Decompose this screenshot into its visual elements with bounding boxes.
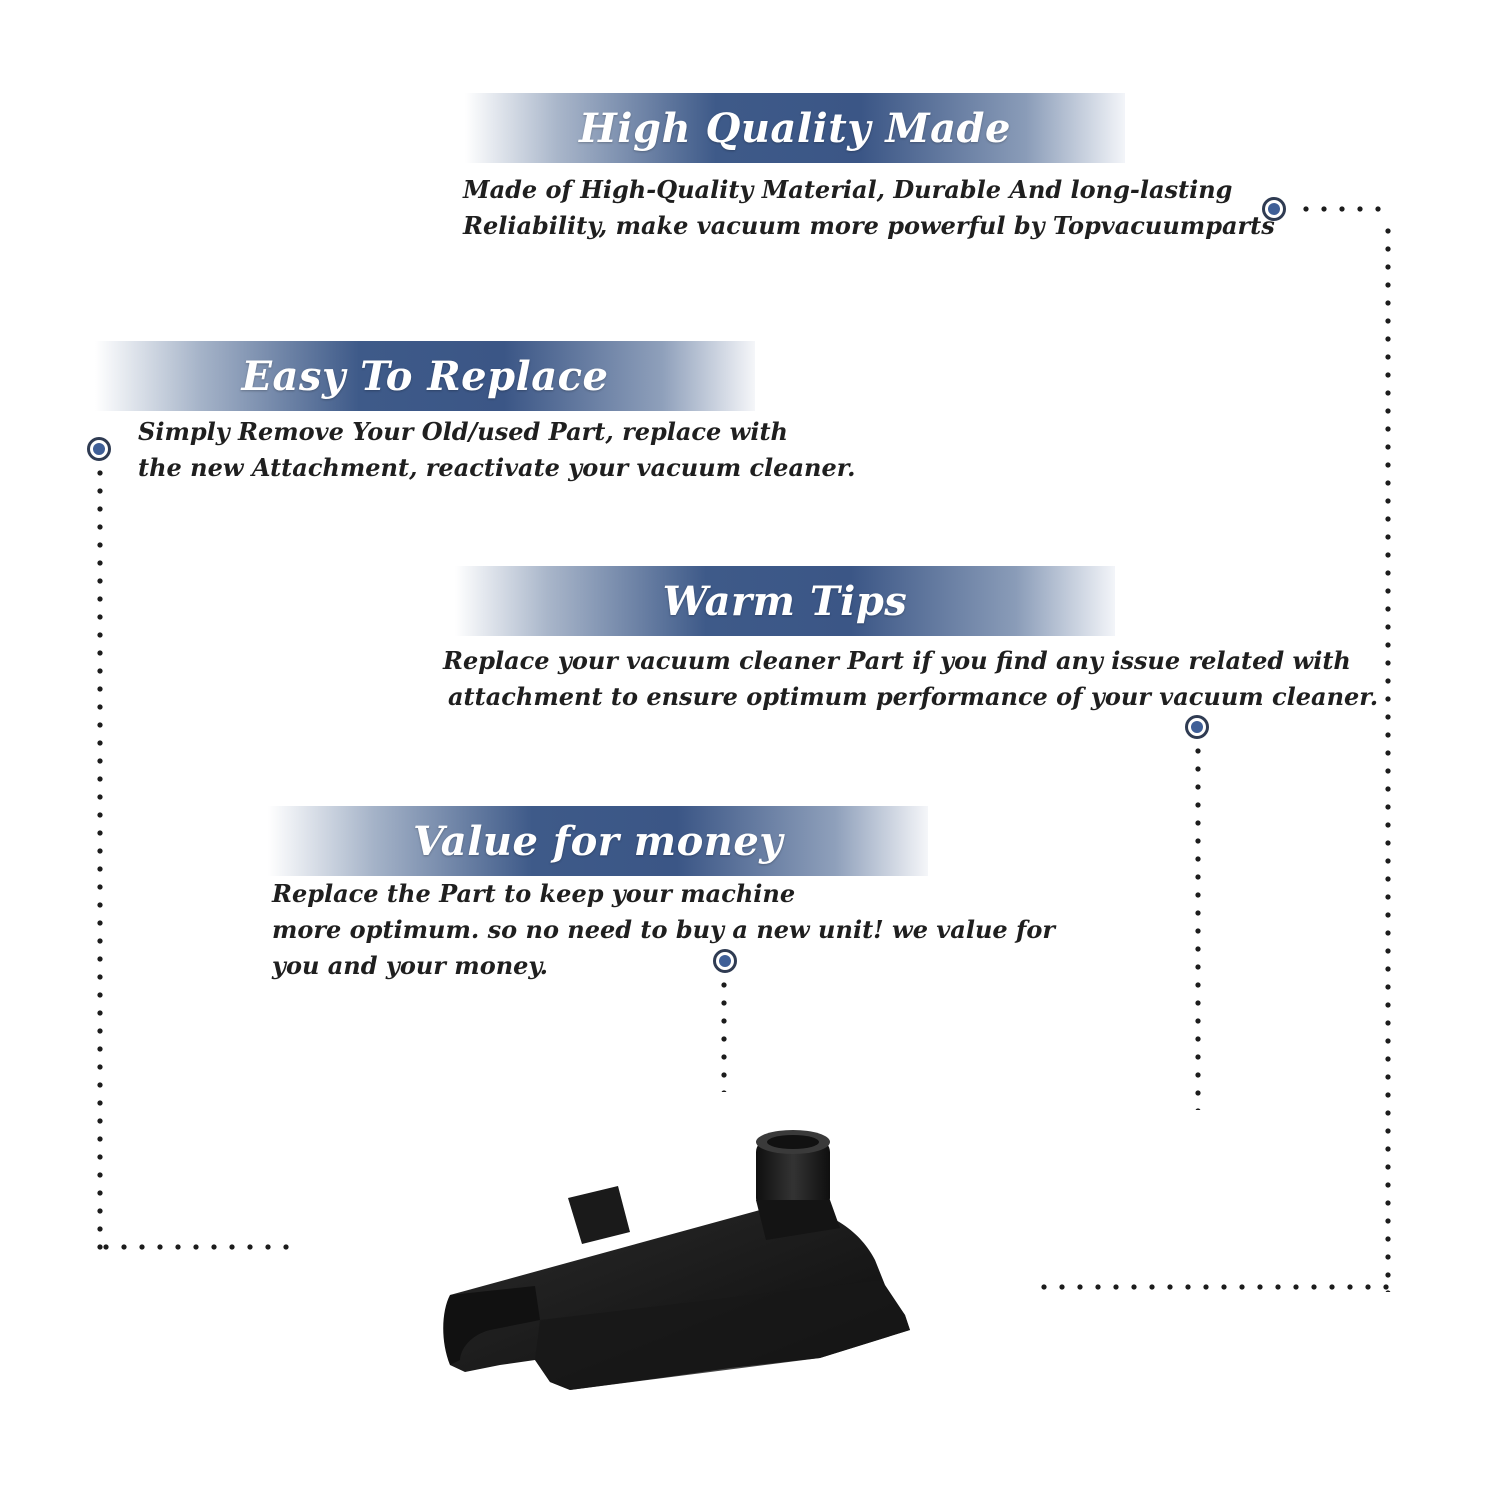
dotted-connector — [721, 976, 727, 1092]
marker-dot-icon — [87, 437, 111, 461]
description-line: Made of High-Quality Material, Durable A… — [463, 175, 1233, 204]
description-line: the new Attachment, reactivate your vacu… — [138, 453, 856, 482]
description-line: Simply Remove Your Old/used Part, replac… — [138, 417, 788, 446]
marker-dot-icon — [1185, 715, 1209, 739]
dotted-connector — [1035, 1284, 1391, 1290]
dotted-connector — [97, 464, 103, 1254]
description-line: Replace your vacuum cleaner Part if you … — [443, 646, 1351, 675]
description-line: attachment to ensure optimum performance… — [448, 682, 1379, 711]
dotted-connector — [1195, 742, 1201, 1110]
description-line: more optimum. so no need to buy a new un… — [272, 915, 1055, 944]
section-description-easy-replace: Simply Remove Your Old/used Part, replac… — [138, 414, 856, 486]
section-title: Warm Tips — [662, 577, 908, 625]
section-banner-easy-replace: Easy To Replace — [95, 341, 755, 411]
description-line: Reliability, make vacuum more powerful b… — [463, 211, 1275, 240]
section-description-warm-tips: Replace your vacuum cleaner Part if you … — [443, 643, 1378, 715]
dotted-connector — [97, 1244, 297, 1250]
description-line: you and your money. — [272, 951, 548, 980]
section-description-value-money: Replace the Part to keep your machine mo… — [272, 876, 1055, 984]
section-banner-warm-tips: Warm Tips — [455, 566, 1115, 636]
section-title: Value for money — [412, 817, 784, 865]
dotted-connector — [1297, 206, 1393, 212]
marker-dot-icon — [1262, 197, 1286, 221]
vacuum-part-clip-icon — [443, 1130, 910, 1390]
section-title: Easy To Replace — [241, 352, 609, 400]
section-title: High Quality Made — [579, 104, 1011, 152]
section-banner-value-money: Value for money — [268, 806, 928, 876]
section-description-high-quality: Made of High-Quality Material, Durable A… — [463, 172, 1275, 244]
description-line: Replace the Part to keep your machine — [272, 879, 796, 908]
section-banner-high-quality: High Quality Made — [465, 93, 1125, 163]
dotted-connector — [1385, 222, 1391, 1292]
marker-dot-icon — [713, 949, 737, 973]
